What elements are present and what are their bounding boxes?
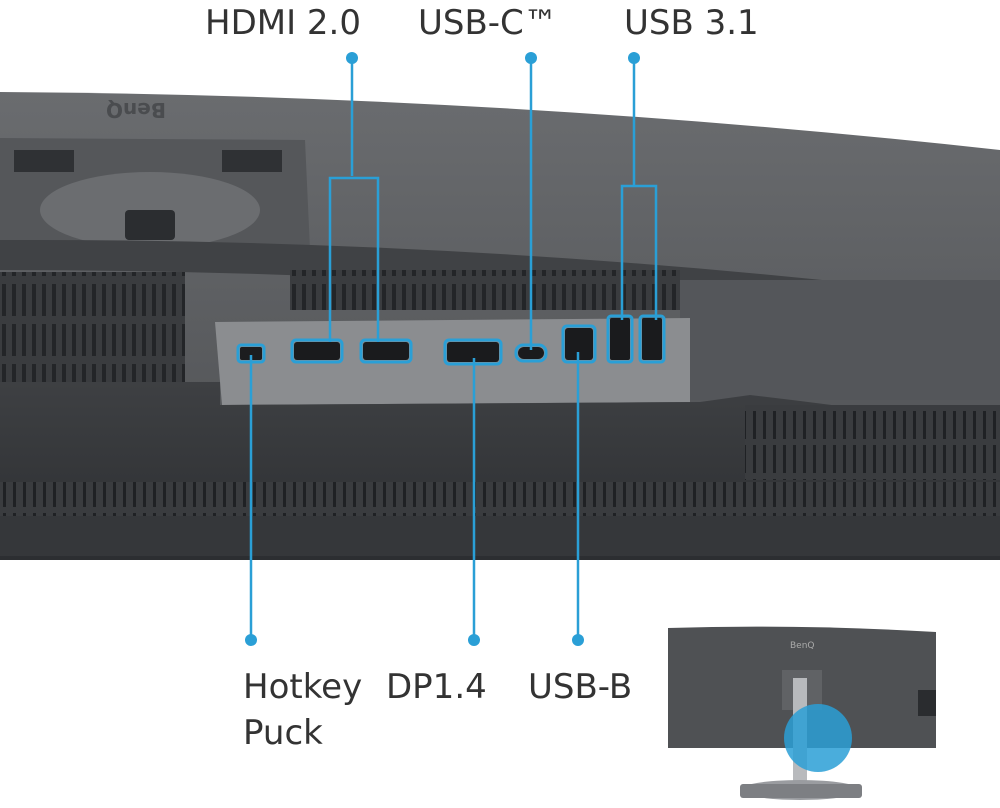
left-vents <box>0 272 185 382</box>
usb-a-port-2 <box>642 318 662 360</box>
label-dp: DP1.4 <box>386 667 487 707</box>
mid-vents <box>290 270 680 310</box>
label-usb-c: USB-C™ <box>418 3 558 43</box>
inset-monitor-thumbnail: BenQ <box>668 626 936 800</box>
bottom-edge <box>0 516 1000 556</box>
usb-a-port-1 <box>610 318 630 360</box>
usb-c-port <box>518 347 544 359</box>
brand-logo: BenQ <box>106 98 166 122</box>
callout-dots <box>245 52 640 646</box>
callout-lines <box>249 58 658 640</box>
micro-usb-port <box>240 347 262 360</box>
label-hdmi: HDMI 2.0 <box>205 3 361 43</box>
displayport <box>447 342 499 362</box>
inset-highlight <box>784 704 852 772</box>
usb-b-port <box>565 328 593 360</box>
port-highlights <box>236 314 666 366</box>
hdmi-port-1 <box>294 342 340 360</box>
label-usb-b: USB-B <box>528 667 633 707</box>
stand-latch <box>125 210 175 240</box>
bottom-vents <box>0 482 1000 516</box>
label-usb-3-1: USB 3.1 <box>624 3 759 43</box>
vesa-bracket-left <box>14 150 74 172</box>
hdmi-port-2 <box>363 342 409 360</box>
inset-brand: BenQ <box>790 641 815 651</box>
label-hotkey-puck: Hotkey Puck <box>243 667 363 753</box>
right-vents <box>745 405 1000 480</box>
right-side-shell <box>680 280 1000 400</box>
vesa-bracket-right <box>222 150 282 172</box>
